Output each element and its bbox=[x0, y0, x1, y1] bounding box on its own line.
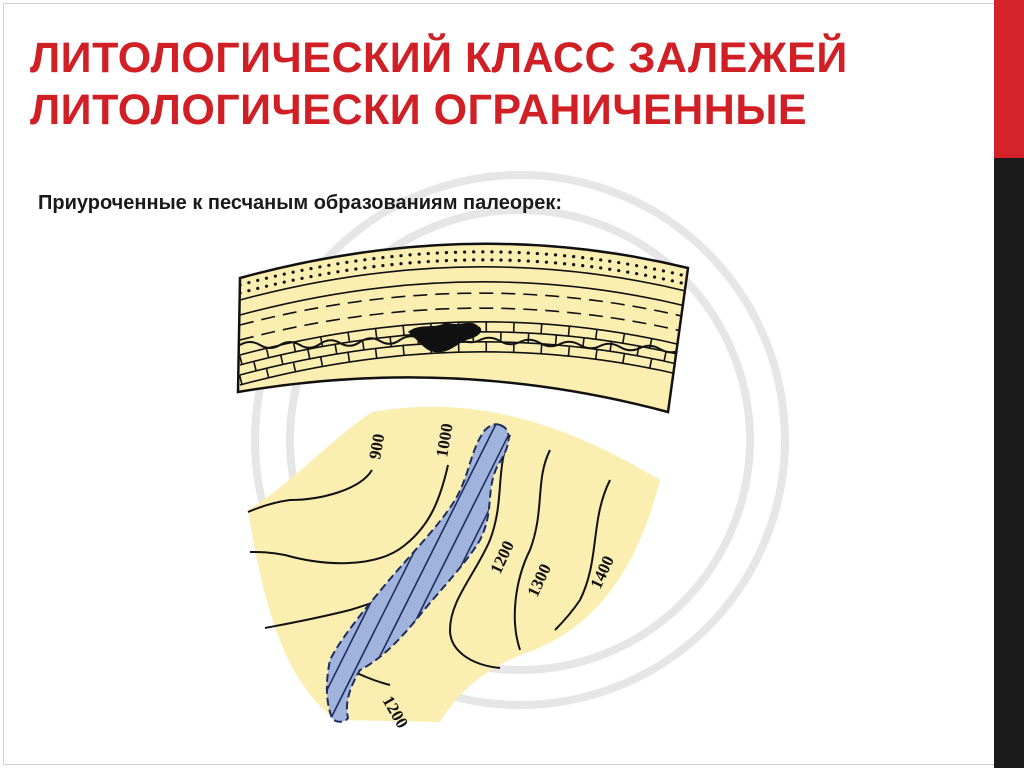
contour-line bbox=[448, 434, 511, 669]
title-line-2: ЛИТОЛОГИЧЕСКИ ОГРАНИЧЕННЫЕ bbox=[30, 86, 808, 134]
dashed-layer-line bbox=[239, 307, 688, 341]
layer-boundary bbox=[239, 266, 688, 301]
contour-line bbox=[513, 449, 551, 651]
sand-layer-dots bbox=[238, 258, 688, 295]
layer-boundary bbox=[239, 321, 688, 356]
title-line-1: ЛИТОЛОГИЧЕСКИЙ КЛАСС ЗАЛЕЖЕЙ bbox=[30, 34, 848, 82]
slide-title: ЛИТОЛОГИЧЕСКИЙ КЛАСС ЗАЛЕЖЕЙ ЛИТОЛОГИЧЕС… bbox=[30, 32, 980, 136]
oil-lens bbox=[408, 322, 482, 353]
side-accent-red-block bbox=[994, 0, 1024, 158]
cross-section bbox=[236, 242, 690, 414]
contour-line bbox=[249, 464, 449, 565]
contour-line bbox=[247, 469, 373, 513]
dashed-layer-line bbox=[239, 292, 688, 326]
slide-subtitle: Приуроченные к песчаным образованиям пал… bbox=[38, 192, 563, 214]
layer-boundary bbox=[239, 281, 688, 316]
sand-layer-dots bbox=[238, 250, 688, 287]
contour-line bbox=[554, 479, 611, 631]
structure-map: 900 1000 1200 1300 1400 1200 bbox=[247, 406, 660, 731]
contour-label: 900 bbox=[365, 432, 388, 460]
limestone-line bbox=[239, 351, 688, 386]
